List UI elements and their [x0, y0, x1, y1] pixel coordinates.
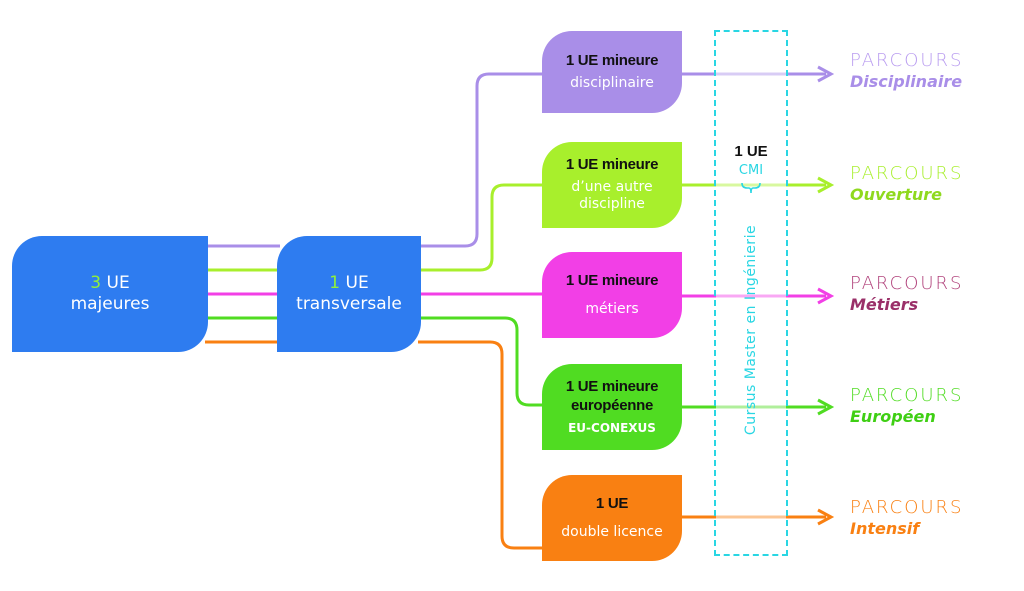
parcours-name: Intensif: [850, 519, 920, 538]
majeures-count: 3: [90, 272, 102, 293]
brace-icon: [741, 182, 761, 194]
majeures-label: UE: [106, 272, 130, 293]
minor-box-europeenne: 1 UE mineure européenne EU-CONEXUS: [542, 364, 682, 450]
parcours-name: Ouverture: [850, 185, 942, 204]
minor-sub: disciplinaire: [570, 74, 654, 91]
parcours-intensif: PARCOURS Intensif: [850, 497, 963, 538]
transversale-count: 1: [329, 272, 341, 293]
parcours-name: Métiers: [850, 295, 919, 314]
parcours-label: PARCOURS: [850, 385, 964, 406]
transversale-sub: transversale: [296, 294, 402, 314]
transversale-label: UE: [345, 272, 369, 293]
parcours-label: PARCOURS: [850, 163, 964, 184]
majeures-box: 3 UE majeures: [12, 236, 208, 352]
cmi-dashed-frame: [714, 30, 788, 556]
transversale-line1: 1 UE: [329, 273, 368, 294]
minor-box-double-licence: 1 UE double licence: [542, 475, 682, 561]
parcours-label: PARCOURS: [850, 497, 964, 518]
line-purple-b: [418, 72, 545, 248]
minor-title: 1 UE: [595, 494, 629, 512]
parcours-ouverture: PARCOURS Ouverture: [850, 163, 963, 204]
parcours-name: Européen: [850, 407, 936, 426]
arrow-head-3: [817, 287, 835, 305]
parcours-europeen: PARCOURS Européen: [850, 385, 963, 426]
parcours-disciplinaire: PARCOURS Disciplinaire: [850, 50, 963, 91]
line-orange-b: [418, 340, 545, 550]
line-lime-b: [418, 183, 545, 272]
minor-box-disciplinaire: 1 UE mineure disciplinaire: [542, 31, 682, 113]
minor-sub: européenne: [570, 396, 654, 414]
parcours-label: PARCOURS: [850, 50, 964, 71]
majeures-sub: majeures: [70, 294, 150, 314]
cmi-vertical-label: Cursus Master en Ingénierie: [743, 224, 759, 436]
arrow-head-1: [817, 65, 835, 83]
minor-title: 1 UE mineure: [565, 271, 659, 289]
minor-sub-2: EU-CONEXUS: [568, 421, 656, 436]
arrow-head-4: [817, 398, 835, 416]
majeures-line1: 3 UE: [90, 273, 129, 294]
cmi-wash: [716, 32, 786, 554]
minor-sub: double licence: [561, 523, 663, 540]
minor-box-metiers: 1 UE mineure métiers: [542, 252, 682, 338]
minor-title: 1 UE mineure: [565, 377, 659, 395]
arrow-head-2: [817, 176, 835, 194]
minor-sub-2: discipline: [579, 196, 645, 213]
minor-box-autre-discipline: 1 UE mineure d’une autre discipline: [542, 142, 682, 228]
arrow-head-5: [817, 508, 835, 526]
transversale-box: 1 UE transversale: [277, 236, 421, 352]
minor-title: 1 UE mineure: [565, 51, 659, 69]
minor-title: 1 UE mineure: [565, 156, 659, 174]
parcours-name: Disciplinaire: [850, 72, 963, 91]
cmi-label: CMI: [738, 163, 764, 178]
parcours-metiers: PARCOURS Métiers: [850, 273, 963, 314]
parcours-label: PARCOURS: [850, 273, 964, 294]
minor-sub: métiers: [585, 300, 639, 317]
cmi-ue-label: 1 UE: [734, 143, 768, 160]
minor-sub: d’une autre: [571, 178, 653, 195]
line-green-b: [418, 316, 545, 407]
